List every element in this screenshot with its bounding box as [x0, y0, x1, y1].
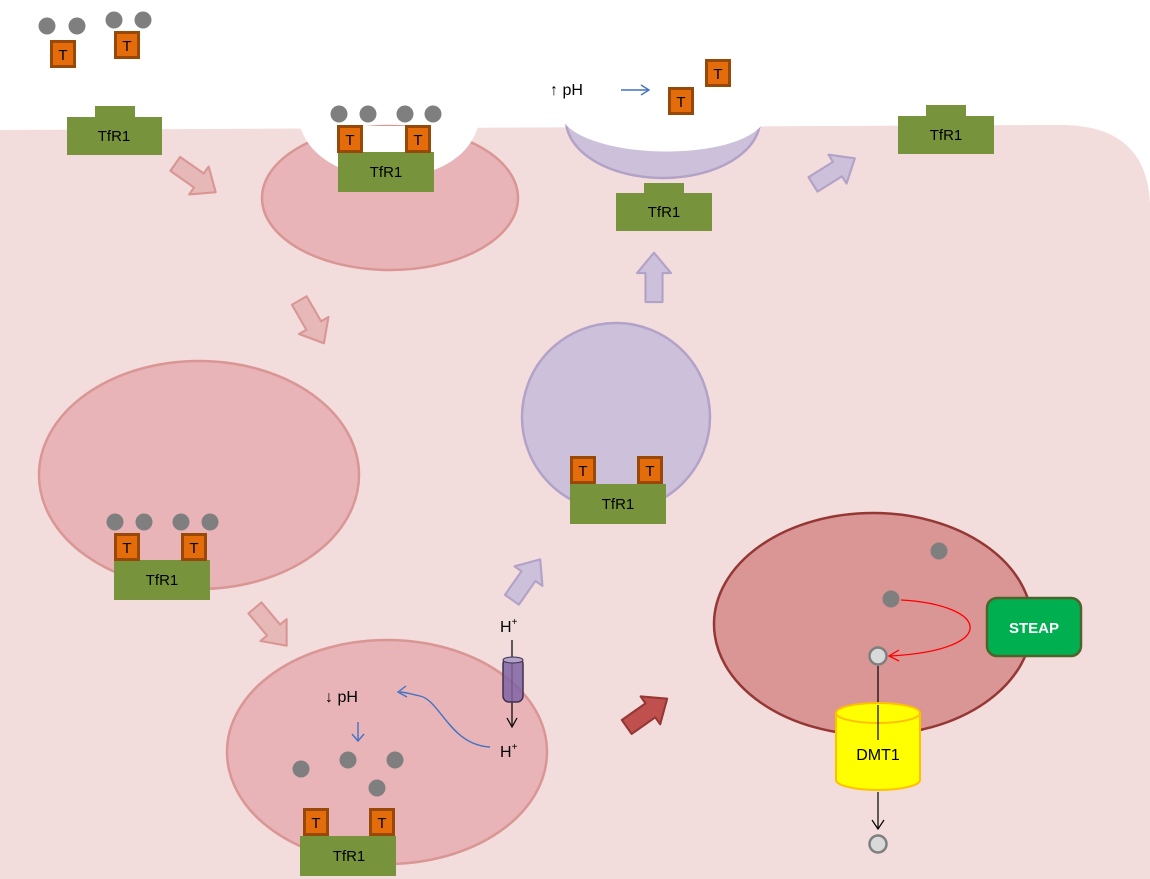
steap-reductase: STEAP: [985, 596, 1083, 658]
tfr1-label: TfR1: [930, 127, 963, 144]
iron-atom: [368, 779, 386, 797]
iron-atom: [106, 513, 124, 531]
tfr1-receptor: TfR1: [898, 105, 994, 154]
tfr1-receptor: TfR1: [67, 106, 162, 155]
dmt1-transporter: DMT1: [835, 702, 921, 791]
tfr1-holo-complex: TfR1 T T: [330, 105, 442, 192]
transferrin-label: T: [676, 94, 685, 111]
tfr1-label: TfR1: [333, 848, 366, 865]
transferrin-label: T: [377, 815, 386, 832]
tfr1-label: TfR1: [648, 204, 681, 221]
transferrin-label: T: [413, 132, 422, 149]
recycling-vesicle: [520, 321, 712, 513]
iron-atom: [339, 751, 357, 769]
transferrin-label: T: [122, 38, 131, 55]
ph-up-arrow: [621, 84, 651, 96]
iron-atom: [359, 105, 377, 123]
iron-atom: [105, 11, 123, 29]
transferrin-label: T: [189, 540, 198, 557]
transferrin-label: T: [58, 47, 67, 64]
holo-transferrin: T: [38, 17, 86, 68]
transferrin-label: T: [345, 132, 354, 149]
iron-atom: [38, 17, 56, 35]
apo-transferrin: T T: [668, 59, 731, 115]
transferrin-label: T: [645, 463, 654, 480]
ferrous-iron: [868, 646, 888, 666]
tfr1-label: TfR1: [146, 572, 179, 589]
ph-increase-label: ↑ pH: [550, 82, 583, 99]
tfr1-apo-complex: TfR1 T T: [300, 808, 396, 876]
transferrin-label: T: [713, 66, 722, 83]
iron-atom: [292, 760, 310, 778]
transferrin-label: T: [578, 463, 587, 480]
transferrin-label: T: [311, 815, 320, 832]
transferrin-label: T: [122, 540, 131, 557]
proton-label-bottom: H+: [500, 742, 518, 761]
iron-atom: [386, 751, 404, 769]
tfr1-label: TfR1: [602, 496, 635, 513]
ferric-iron: [930, 542, 948, 560]
ph-down-arrow: [351, 722, 365, 743]
proton-flow-arrow: [399, 691, 491, 748]
dmt1-label: DMT1: [856, 747, 900, 764]
iron-atom: [172, 513, 190, 531]
iron-atom: [201, 513, 219, 531]
iron-atom: [134, 11, 152, 29]
iron-atom: [135, 513, 153, 531]
iron-atom: [396, 105, 414, 123]
tfr1-receptor: TfR1: [616, 183, 712, 231]
proton-pump: H+ H+: [500, 617, 524, 761]
pump-channel-icon: [502, 657, 524, 703]
iron-atom: [424, 105, 442, 123]
tfr1-apo-complex: TfR1 T T: [570, 456, 666, 524]
proton-label-top: H+: [500, 617, 518, 636]
ferric-iron: [882, 590, 900, 608]
iron-atom: [68, 17, 86, 35]
tfr1-label: TfR1: [98, 128, 131, 145]
tfr1-label: TfR1: [370, 164, 403, 181]
iron-atom: [330, 105, 348, 123]
ph-decrease-label: ↓ pH: [325, 689, 358, 706]
holo-transferrin: T: [105, 11, 152, 59]
ferrous-iron-cytosol: [868, 834, 888, 854]
reduction-arrow: [889, 599, 971, 657]
iron-release-compartment: [712, 511, 1034, 737]
steap-label: STEAP: [1009, 620, 1059, 637]
tfr1-holo-complex: TfR1 T T: [106, 513, 219, 600]
